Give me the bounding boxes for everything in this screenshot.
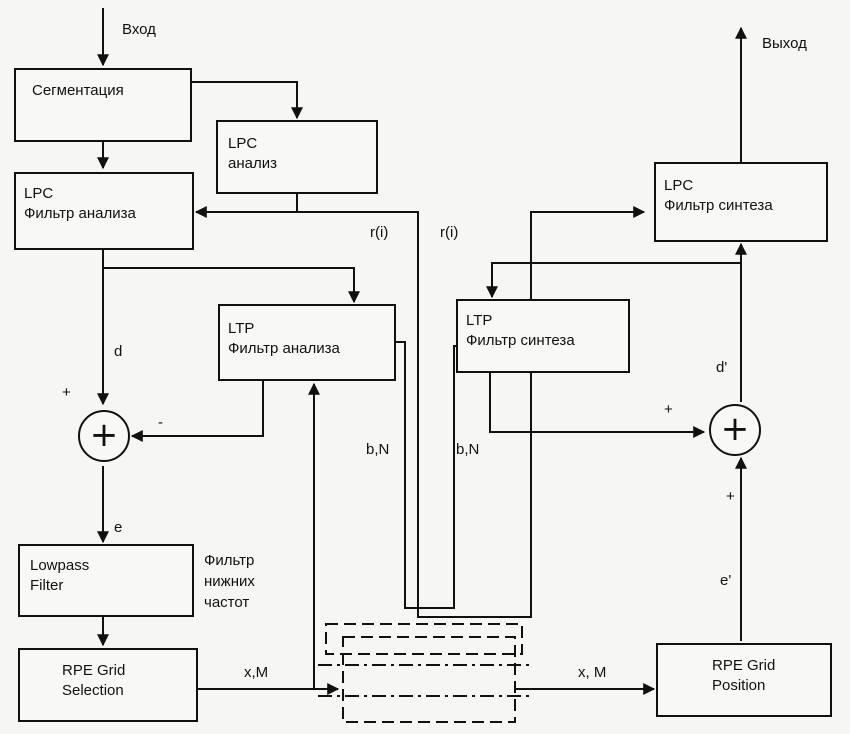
segmentation-label: Сегментация [32,82,124,99]
lowpass-filter-block: Lowpass Filter [18,544,194,617]
rpe-grid-position-label: RPE Grid Position [712,657,776,694]
signal-e: e [114,519,123,536]
left-adder: + [78,410,130,462]
signal-e-prime: e' [720,572,732,589]
segmentation-block: Сегментация [14,68,192,142]
output-label: Выход [762,35,807,52]
seg-to-lpc-analysis [192,81,303,120]
signal-xm-right: x, M [578,664,607,681]
ltp-to-adder [130,381,264,442]
rpe-grid-selection-label: RPE Grid Selection [62,662,126,699]
lpc-analysis-block: LPC анализ [216,120,378,194]
signal-d: d [114,343,123,360]
signal-d-prime: d' [716,359,728,376]
lpc-analysis-label: LPC анализ [228,135,277,172]
lpc-synthesis-filter-block: LPC Фильтр синтеза [654,162,828,242]
rpe-grid-position-block: RPE Grid Position [656,643,832,717]
right-adder-symbol: + [720,409,750,449]
signal-xm-left: x,M [244,664,269,681]
left-adder-symbol: + [89,415,119,455]
signal-bn-right: b,N [456,441,480,458]
lpc-analysis-filter-block: LPC Фильтр анализа [14,172,194,250]
right-adder: + [709,404,761,456]
lpc-analysis-filter-label: LPC Фильтр анализа [24,185,136,222]
signal-plus-right-bottom: + [726,488,735,505]
channel-outer-box [342,636,516,723]
channel-inner-box [325,623,523,655]
lowpass-caption: Фильтр нижних частот [204,552,255,611]
ltp-synthesis-filter-block: LTP Фильтр синтеза [456,299,630,373]
signal-bn-left: b,N [366,441,390,458]
signal-r-i-right: r(i) [440,224,459,241]
lowpass-filter-label: Lowpass Filter [30,557,90,594]
signal-r-i-left: r(i) [370,224,389,241]
ltp-analysis-filter-block: LTP Фильтр анализа [218,304,396,381]
signal-plus-right-top: + [664,401,673,418]
bn-channel [396,341,458,609]
lpc-analysis-out [296,194,646,618]
d-to-ltp [103,267,360,304]
lpc-synthesis-filter-label: LPC Фильтр синтеза [664,177,773,214]
input-label: Вход [122,21,156,38]
ltp-analysis-filter-label: LTP Фильтр анализа [228,320,340,357]
ltp-synth-to-adder [489,373,706,438]
signal-minus-left: - [158,414,163,431]
ltp-synthesis-filter-label: LTP Фильтр синтеза [466,312,575,349]
feedback-to-ltp-synth [486,262,742,402]
signal-plus-left: + [62,384,71,401]
rpe-grid-selection-block: RPE Grid Selection [18,648,198,722]
